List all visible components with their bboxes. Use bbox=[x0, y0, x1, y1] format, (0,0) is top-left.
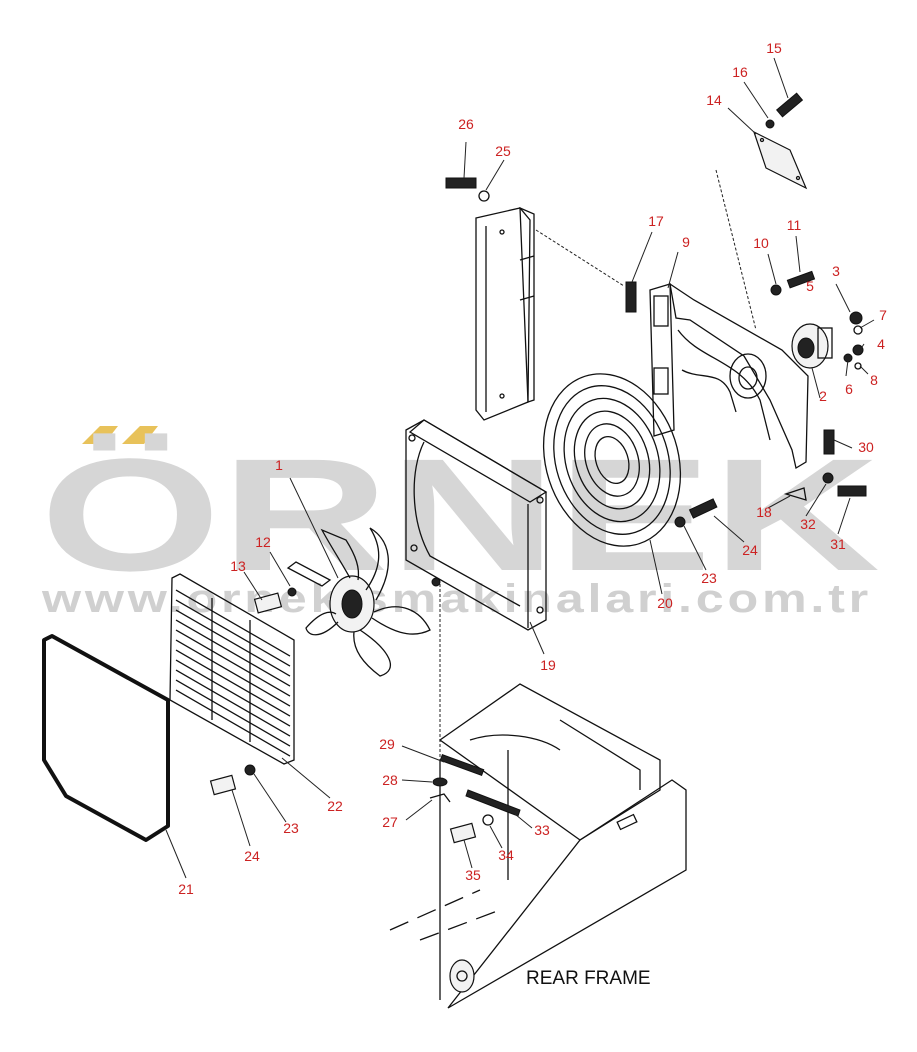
part-label-2: 2 bbox=[819, 388, 827, 404]
right-hardware bbox=[674, 472, 867, 528]
leader-lines bbox=[165, 57, 875, 879]
part-label-27: 27 bbox=[382, 814, 398, 830]
bolt-washer-top bbox=[445, 177, 490, 202]
bottom-hardware bbox=[429, 754, 521, 844]
part-label-31: 31 bbox=[830, 536, 846, 552]
part-label-7: 7 bbox=[879, 307, 887, 323]
part-label-17: 17 bbox=[648, 213, 664, 229]
part-label-9: 9 bbox=[682, 234, 690, 250]
part-label-20: 20 bbox=[657, 595, 673, 611]
watermark-accent-left bbox=[82, 426, 118, 444]
part-label-10: 10 bbox=[753, 235, 769, 251]
part-label-4: 4 bbox=[877, 336, 885, 352]
part-label-35: 35 bbox=[465, 867, 481, 883]
rear-frame bbox=[389, 683, 687, 1009]
vertical-mounting-bracket bbox=[475, 206, 535, 421]
part-label-13: 13 bbox=[230, 558, 246, 574]
part-label-25: 25 bbox=[495, 143, 511, 159]
part-label-23-left: 23 bbox=[283, 820, 299, 836]
fan-motor bbox=[791, 323, 833, 369]
part-label-24-right: 24 bbox=[742, 542, 758, 558]
part-label-6: 6 bbox=[845, 381, 853, 397]
shroud-frame bbox=[405, 419, 548, 631]
part-label-12: 12 bbox=[255, 534, 271, 550]
part-label-21: 21 bbox=[178, 881, 194, 897]
fan-blade bbox=[305, 527, 431, 677]
part-label-16: 16 bbox=[732, 64, 748, 80]
small-hardware bbox=[770, 270, 864, 370]
part-label-32: 32 bbox=[800, 516, 816, 532]
part-label-22: 22 bbox=[327, 798, 343, 814]
fan-hub-hardware bbox=[253, 561, 332, 614]
fan-guard bbox=[542, 373, 682, 547]
part-label-5: 5 bbox=[806, 278, 814, 294]
part-label-23-right: 23 bbox=[701, 570, 717, 586]
watermark: ÖRNEK www.ornekismakinalari.com.tr bbox=[40, 425, 880, 621]
rear-frame-label: REAR FRAME bbox=[526, 968, 651, 989]
part-label-28: 28 bbox=[382, 772, 398, 788]
cover-plate bbox=[752, 92, 808, 190]
part-label-19: 19 bbox=[540, 657, 556, 673]
part-label-29: 29 bbox=[379, 736, 395, 752]
shroud-bracket bbox=[625, 281, 835, 470]
part-label-30: 30 bbox=[858, 439, 874, 455]
watermark-url: www.ornekismakinalari.com.tr bbox=[41, 577, 872, 621]
part-label-1: 1 bbox=[275, 457, 283, 473]
part-label-14: 14 bbox=[706, 92, 722, 108]
grille-hardware bbox=[209, 764, 256, 796]
grille bbox=[169, 573, 295, 765]
part-label-15: 15 bbox=[766, 40, 782, 56]
watermark-accent-right bbox=[122, 426, 158, 444]
part-label-26: 26 bbox=[458, 116, 474, 132]
part-label-18: 18 bbox=[756, 504, 772, 520]
part-label-24-left: 24 bbox=[244, 848, 260, 864]
part-label-33: 33 bbox=[534, 822, 550, 838]
part-label-8: 8 bbox=[870, 372, 878, 388]
gasket bbox=[42, 634, 170, 842]
part-label-11: 11 bbox=[787, 217, 802, 233]
part-label-34: 34 bbox=[498, 847, 514, 863]
part-labels: 1 2 3 4 5 6 7 8 9 10 11 12 13 14 15 16 1… bbox=[178, 40, 887, 897]
part-label-3: 3 bbox=[832, 263, 840, 279]
